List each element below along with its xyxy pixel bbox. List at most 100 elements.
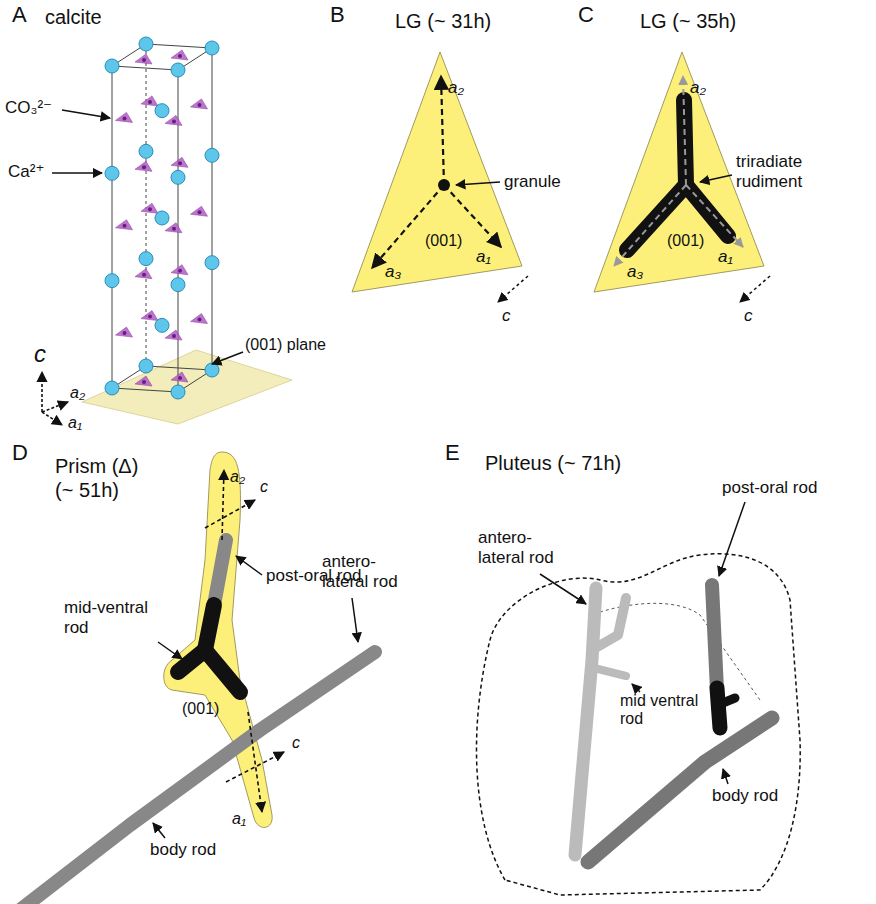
carbon-atom: [178, 161, 182, 165]
axis-label: a₂: [448, 78, 464, 98]
plane-001: [82, 350, 292, 424]
calcium-ion: [171, 278, 185, 292]
rod-label: mid-ventral rod: [64, 598, 164, 637]
figure-stroke: [226, 752, 284, 782]
calcium-ion: [105, 166, 119, 180]
carbonate-ion: [141, 96, 158, 106]
figure-stroke: [441, 76, 444, 185]
figure-stroke: [575, 588, 596, 855]
carbonate-ion: [135, 54, 152, 64]
carbon-atom: [142, 58, 146, 62]
figure-stroke: [20, 652, 375, 904]
carbon-atom: [142, 165, 146, 169]
carbonate-ion: [135, 161, 152, 171]
calcium-ion: [171, 385, 185, 399]
calcium-ion: [205, 256, 219, 270]
figure-stroke: [712, 585, 717, 690]
figure-stroke: [372, 185, 444, 268]
carbon-atom: [123, 224, 127, 228]
prism-skeleton: [20, 452, 375, 904]
plane-label: (001): [667, 232, 704, 250]
axis-label: a₂: [230, 468, 245, 486]
figure-stroke: [153, 556, 358, 838]
figure-stroke: [164, 452, 272, 827]
carbon-atom: [178, 54, 182, 58]
carbonate-ion: [191, 314, 208, 324]
figure-stroke: [105, 37, 219, 399]
panel-letter: A: [12, 2, 27, 27]
figure-stroke: [236, 556, 262, 575]
carbonate-ion: [135, 376, 152, 386]
figure-stroke: [178, 605, 240, 692]
calcium-ion: [155, 211, 169, 225]
figure-stroke: [456, 182, 500, 185]
figure-stroke: [683, 76, 686, 185]
figure-stroke: [740, 276, 770, 302]
calcium-ion: [139, 359, 153, 373]
plane-label: (001): [425, 232, 462, 250]
figure-stroke: [438, 179, 450, 191]
carbonate-ion: [116, 327, 133, 337]
carbonate-ion: [191, 206, 208, 216]
carbon-atom: [178, 376, 182, 380]
carbonate-ion: [165, 115, 182, 125]
figure-stroke: [42, 372, 68, 425]
calcium-ion: [155, 318, 169, 332]
carbon-atom: [198, 318, 202, 322]
figure-stroke: [540, 502, 745, 784]
plane-label: (001) plane: [245, 336, 326, 354]
carbon-atom: [172, 334, 176, 338]
calcium-ion: [205, 41, 219, 55]
figure-stroke: [153, 823, 165, 838]
part-label: triradiate rudiment: [736, 152, 856, 191]
figure-stroke: [212, 48, 213, 370]
panel-title: calcite: [45, 6, 102, 29]
figure-stroke: [222, 470, 224, 540]
figure-stroke: [498, 276, 528, 302]
ion-label: CO₃²⁻: [5, 98, 52, 118]
panel-letter: C: [578, 2, 594, 27]
figure-stroke: [719, 502, 745, 576]
calcium-ion: [139, 37, 153, 51]
calcium-ion: [139, 252, 153, 266]
figure-stroke: [614, 76, 743, 266]
figure-stroke: [717, 688, 735, 728]
panel-letter: D: [12, 440, 28, 465]
figure-stroke: [42, 402, 68, 412]
calcium-ion: [105, 381, 119, 395]
carbonate-ion: [135, 269, 152, 279]
carbonate-ion: [191, 99, 208, 109]
stage-label: LG (~ 35h): [640, 10, 736, 33]
calcium-ion: [171, 170, 185, 184]
figure-stroke: [723, 769, 728, 784]
figure-stroke: [112, 44, 212, 392]
figure-stroke: [214, 540, 226, 605]
axis-label: a₂: [70, 384, 85, 402]
rod-label: mid ventral rod: [620, 692, 710, 729]
carbonate-ion: [141, 203, 158, 213]
axis-label: a₃: [385, 262, 401, 282]
stage-label: LG (~ 31h): [395, 10, 491, 33]
rod-label: antero-lateral rod: [478, 528, 568, 567]
axis-label: a₃: [627, 262, 643, 282]
carbonate-ion: [116, 220, 133, 230]
figure-stroke: [352, 52, 522, 292]
carbonate-ion: [141, 311, 158, 321]
figure-stroke: [52, 172, 102, 174]
carbon-atom: [148, 315, 152, 319]
figure-stroke: [112, 66, 113, 388]
axis-label: a₁: [718, 247, 733, 267]
carbon-atom: [172, 227, 176, 231]
figure-stroke: [112, 44, 212, 70]
calcium-ion: [205, 363, 219, 377]
rod-label: body rod: [150, 840, 216, 860]
rod-label: post-oral rod: [722, 478, 817, 498]
figure-stroke: [627, 100, 728, 250]
panel-letter: E: [445, 440, 460, 465]
figure-stroke: [718, 698, 735, 705]
carbon-atom: [172, 119, 176, 123]
calcium-ion: [139, 144, 153, 158]
carbon-atom: [178, 269, 182, 273]
calcium-ion: [105, 274, 119, 288]
carbon-atom: [148, 207, 152, 211]
